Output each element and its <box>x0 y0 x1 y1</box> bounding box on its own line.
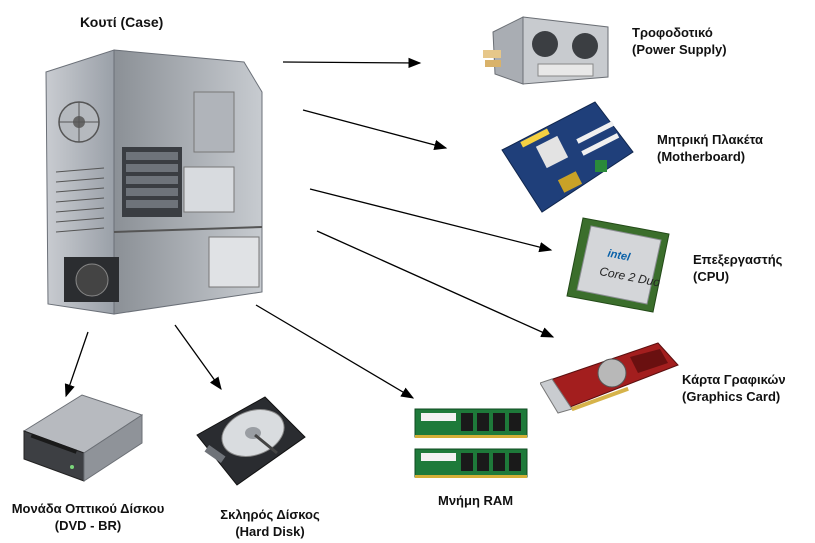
ram-image <box>414 408 528 478</box>
computer-case-image <box>45 49 263 315</box>
motherboard-label-greek: Μητρική Πλακέτα <box>657 132 764 147</box>
motherboard-image <box>501 101 634 213</box>
power-supply-image <box>483 16 609 85</box>
graphics-card-label-greek: Κάρτα Γραφικών <box>682 372 786 387</box>
power-supply-label: Τροφοδοτικό (Power Supply) <box>632 24 727 58</box>
motherboard-label-english: (Motherboard) <box>657 149 746 164</box>
hard-disk-label-greek: Σκληρός Δίσκος <box>220 507 320 522</box>
arrow-to-optical-drive <box>64 331 89 398</box>
optical-drive-image <box>22 394 144 482</box>
arrow-to-ram <box>255 304 415 399</box>
arrow-to-motherboard <box>302 109 448 151</box>
optical-drive-label-english: (DVD - BR) <box>54 518 122 533</box>
power-supply-label-english: (Power Supply) <box>632 42 727 57</box>
arrow-to-hard-disk <box>174 324 222 391</box>
cpu-image: intel Core 2 Duo <box>566 217 670 313</box>
optical-drive-label: Μονάδα Οπτικού Δίσκου (DVD - BR) <box>0 500 176 534</box>
hard-disk-label: Σκληρός Δίσκος (Hard Disk) <box>208 506 332 540</box>
ram-label: Μνήμη RAM <box>438 493 514 508</box>
power-supply-label-greek: Τροφοδοτικό <box>632 25 713 40</box>
graphics-card-label: Κάρτα Γραφικών (Graphics Card) <box>682 371 786 405</box>
graphics-card-label-english: (Graphics Card) <box>682 389 781 404</box>
arrow-to-graphics-card <box>316 230 555 338</box>
arrow-to-power-supply <box>282 57 422 69</box>
cpu-label: Επεξεργαστής (CPU) <box>693 251 782 285</box>
optical-drive-label-greek: Μονάδα Οπτικού Δίσκου <box>11 501 165 516</box>
hard-disk-label-english: (Hard Disk) <box>235 524 305 539</box>
case-label: Κουτί (Case) <box>80 14 164 30</box>
graphics-card-image <box>540 342 679 414</box>
cpu-brand-text: intel <box>607 248 632 264</box>
cpu-label-english: (CPU) <box>693 269 730 284</box>
motherboard-label: Μητρική Πλακέτα (Motherboard) <box>657 131 763 165</box>
hard-disk-image <box>196 396 306 486</box>
arrow-to-cpu <box>309 188 553 253</box>
cpu-label-greek: Επεξεργαστής <box>693 252 783 267</box>
